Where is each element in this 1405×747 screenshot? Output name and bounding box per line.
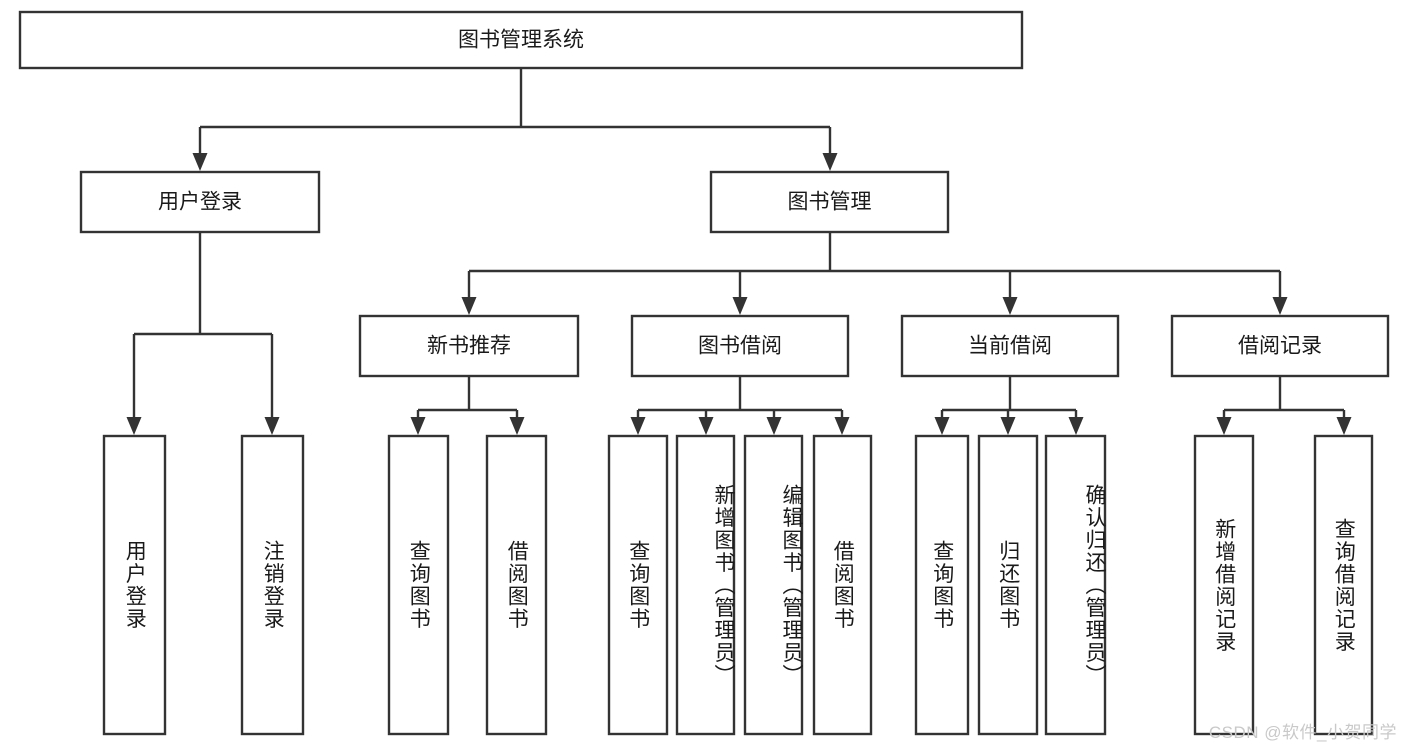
conn-bm-to-new-book-head: [461, 297, 477, 315]
leaf-leaf-borrow-book-rec[interactable]: [485, 434, 548, 736]
node-current-borrow[interactable]: [900, 314, 1120, 378]
conn-bb-to-leaf4-head: [834, 417, 850, 435]
node-new-book-recommend[interactable]: [358, 314, 580, 378]
leaf-leaf-borrow-book[interactable]: [812, 434, 873, 736]
leaf-leaf-query-book-borrow[interactable]: [607, 434, 669, 736]
conn-br-to-leaf1-head: [1216, 417, 1232, 435]
conn-bb-to-leaf2-head: [698, 417, 714, 435]
conn-newbook-to-leaf1-head: [410, 417, 426, 435]
node-label-borrow-record: 借阅记录: [1238, 335, 1322, 358]
leaf-leaf-query-book-rec[interactable]: [387, 434, 450, 736]
node-label-new-book-recommend: 新书推荐: [427, 335, 511, 358]
node-user-login[interactable]: [79, 170, 321, 234]
conn-bm-to-book-borrow-head: [732, 297, 748, 315]
conn-bm-to-current-borrow-head: [1002, 297, 1018, 315]
leaf-leaf-query-book-current[interactable]: [914, 434, 970, 736]
leaf-leaf-logout[interactable]: [240, 434, 305, 736]
leaf-leaf-add-borrow-record[interactable]: [1193, 434, 1255, 736]
leaf-leaf-confirm-return-admin[interactable]: [1044, 434, 1107, 736]
leaf-leaf-query-borrow-record[interactable]: [1313, 434, 1374, 736]
node-boxes-layer: [18, 10, 1390, 736]
conn-bb-to-leaf1-head: [630, 417, 646, 435]
conn-br-to-leaf2-head: [1336, 417, 1352, 435]
node-label-current-borrow: 当前借阅: [968, 335, 1052, 358]
connectors-layer: [126, 68, 1352, 435]
conn-bm-to-borrow-record-head: [1272, 297, 1288, 315]
conn-root-to-book-management-head: [822, 153, 838, 171]
leaf-leaf-add-book-admin[interactable]: [675, 434, 736, 736]
conn-user-login-to-leaf2-head: [264, 417, 280, 435]
leaf-leaf-user-login[interactable]: [102, 434, 167, 736]
node-borrow-record[interactable]: [1170, 314, 1390, 378]
watermark: CSDN @软件_小贺同学: [1208, 723, 1397, 742]
node-label-book-management: 图书管理: [788, 191, 872, 214]
conn-cb-to-leaf2-head: [1000, 417, 1016, 435]
conn-cb-to-leaf1-head: [934, 417, 950, 435]
node-book-management[interactable]: [709, 170, 950, 234]
conn-bb-to-leaf3-head: [766, 417, 782, 435]
leaf-leaf-return-book[interactable]: [977, 434, 1039, 736]
node-book-borrow[interactable]: [630, 314, 850, 378]
conn-newbook-to-leaf2-head: [509, 417, 525, 435]
conn-user-login-to-leaf1-head: [126, 417, 142, 435]
leaf-leaf-edit-book-admin[interactable]: [743, 434, 804, 736]
node-label-book-borrow: 图书借阅: [698, 335, 782, 358]
node-label-root: 图书管理系统: [458, 29, 584, 52]
conn-cb-to-leaf3-head: [1068, 417, 1084, 435]
conn-root-to-user-login-head: [192, 153, 208, 171]
node-label-user-login: 用户登录: [158, 191, 242, 214]
node-root[interactable]: [18, 10, 1024, 70]
